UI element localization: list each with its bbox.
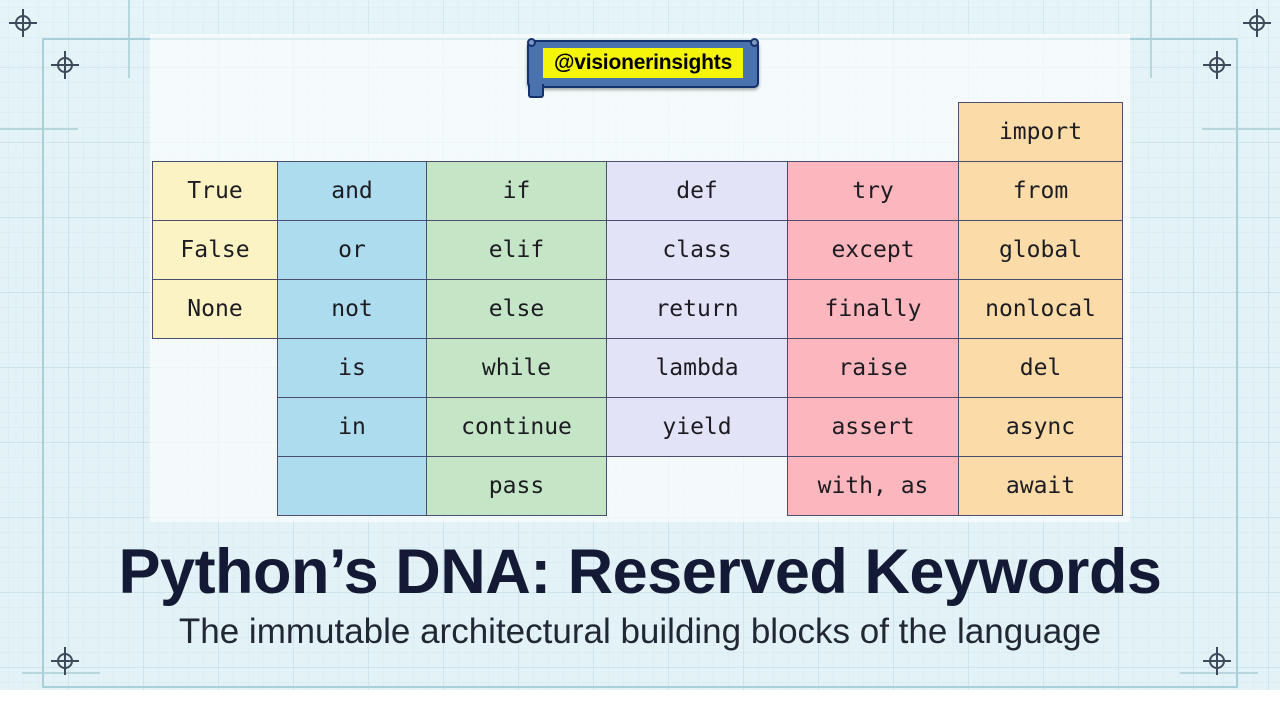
crosshair-target-icon-outer-top-right: [1242, 8, 1272, 38]
keyword-cell-spacer: [153, 457, 278, 516]
keyword-cell[interactable]: async: [958, 397, 1123, 457]
keyword-cell[interactable]: and: [277, 161, 427, 221]
keyword-cell[interactable]: while: [426, 338, 607, 398]
keyword-cell[interactable]: True: [152, 161, 278, 221]
corner-rule-bottom-right-h: [1180, 672, 1258, 674]
crosshair-target-icon-inner-bottom-left: [50, 646, 80, 676]
keyword-cell[interactable]: is: [277, 338, 427, 398]
watermark-handle: @visionerinsights: [543, 48, 743, 78]
keyword-cell[interactable]: in: [277, 397, 427, 457]
banner-pin-left-icon: [527, 38, 536, 47]
keyword-cell[interactable]: not: [277, 279, 427, 339]
keyword-cell[interactable]: from: [958, 161, 1123, 221]
keyword-cell-spacer: [607, 103, 788, 162]
watermark-banner: @visionerinsights: [527, 38, 759, 98]
crosshair-target-icon-inner-bottom-right: [1202, 646, 1232, 676]
keyword-cell[interactable]: def: [606, 161, 788, 221]
keyword-cell[interactable]: assert: [787, 397, 959, 457]
keyword-cell[interactable]: nonlocal: [958, 279, 1123, 339]
keyword-cell[interactable]: raise: [787, 338, 959, 398]
banner-tail-icon: [528, 84, 544, 98]
keyword-cell-spacer: [607, 457, 788, 516]
keyword-table-row: import: [153, 102, 1123, 162]
keyword-cell[interactable]: pass: [426, 456, 607, 516]
banner-pin-right-icon: [750, 38, 759, 47]
keyword-cell[interactable]: lambda: [606, 338, 788, 398]
keyword-cell[interactable]: global: [958, 220, 1123, 280]
crosshair-target-icon-inner-top-left: [50, 50, 80, 80]
corner-rule-top-right-h: [1202, 128, 1280, 130]
keyword-cell[interactable]: continue: [426, 397, 607, 457]
keyword-cell-spacer: [278, 103, 427, 162]
keyword-cell[interactable]: try: [787, 161, 959, 221]
keyword-cell[interactable]: class: [606, 220, 788, 280]
keyword-cell[interactable]: if: [426, 161, 607, 221]
keyword-cell-spacer: [153, 398, 278, 457]
crosshair-target-icon-inner-top-right: [1202, 50, 1232, 80]
keyword-cell[interactable]: or: [277, 220, 427, 280]
keyword-cell[interactable]: else: [426, 279, 607, 339]
keyword-cell[interactable]: yield: [606, 397, 788, 457]
keyword-cell-empty: [277, 456, 427, 516]
keyword-cell-spacer: [427, 103, 607, 162]
page-subtitle: The immutable architectural building blo…: [178, 612, 1102, 651]
keyword-cell-spacer: [153, 103, 278, 162]
keyword-cell[interactable]: await: [958, 456, 1123, 516]
keyword-cell[interactable]: finally: [787, 279, 959, 339]
keyword-cell-spacer: [788, 103, 959, 162]
keyword-cell[interactable]: None: [152, 279, 278, 339]
keyword-cell[interactable]: False: [152, 220, 278, 280]
keyword-cell[interactable]: with, as: [787, 456, 959, 516]
keyword-cell[interactable]: import: [958, 102, 1123, 162]
keyword-cell[interactable]: except: [787, 220, 959, 280]
corner-rule-top-left-h: [0, 128, 78, 130]
corner-rule-bottom-left-h: [22, 672, 100, 674]
crosshair-target-icon-outer-top-left: [8, 8, 38, 38]
keyword-cell[interactable]: del: [958, 338, 1123, 398]
keyword-cell[interactable]: return: [606, 279, 788, 339]
page-title: Python’s DNA: Reserved Keywords: [118, 537, 1162, 607]
keyword-cell[interactable]: elif: [426, 220, 607, 280]
keyword-cell-spacer: [153, 339, 278, 398]
